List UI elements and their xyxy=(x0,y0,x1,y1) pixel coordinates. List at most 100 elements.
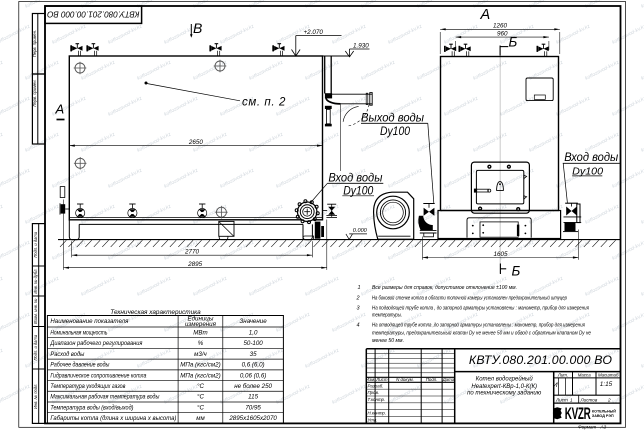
svg-text:Единицы: Единицы xyxy=(187,316,213,323)
svg-text:На отводящей трубе котла ,до з: На отводящей трубе котла ,до запорной ар… xyxy=(372,321,585,328)
svg-text:менее 50 мм.: менее 50 мм. xyxy=(372,338,404,344)
svg-text:Изм.: Изм. xyxy=(366,377,375,382)
svg-text:70/95: 70/95 xyxy=(245,404,261,411)
svg-text:КОТЕЛЬНЫЙ: КОТЕЛЬНЫЙ xyxy=(592,409,616,413)
svg-text:0,06 (0,6): 0,06 (0,6) xyxy=(240,372,266,379)
svg-text:Вход воды: Вход воды xyxy=(564,152,619,164)
svg-text:А: А xyxy=(55,102,65,117)
svg-text:kotlozavod-kv.kz: kotlozavod-kv.kz xyxy=(640,0,644,10)
svg-text:2895х1605х2070: 2895х1605х2070 xyxy=(228,415,277,422)
svg-text:KVZR: KVZR xyxy=(565,405,591,423)
svg-text:Котел водогрейный: Котел водогрейный xyxy=(476,376,534,383)
svg-text:Dy100: Dy100 xyxy=(380,126,411,138)
svg-text:2895: 2895 xyxy=(187,261,203,268)
svg-text:Б: Б xyxy=(509,35,518,50)
svg-text:Значение: Значение xyxy=(240,318,268,325)
svg-text:3: 3 xyxy=(357,305,361,311)
svg-text:см. п. 2: см. п. 2 xyxy=(242,97,286,109)
svg-text:Инв. № дубл.: Инв. № дубл. xyxy=(33,268,38,293)
svg-text:Лист: Лист xyxy=(555,397,568,402)
svg-text:Техническая характеристика: Техническая характеристика xyxy=(110,309,201,316)
svg-text:Взам. инв. №: Взам. инв. № xyxy=(33,298,38,324)
svg-text:Пров.: Пров. xyxy=(368,390,380,395)
svg-text:1: 1 xyxy=(358,285,361,291)
svg-text:Все размеры для справок, допус: Все размеры для справок, допустимое откл… xyxy=(372,285,517,291)
svg-text:Подп. и дата: Подп. и дата xyxy=(33,334,38,360)
svg-text:температуры, предохранительный: температуры, предохранительный клапан Dу… xyxy=(372,329,591,336)
svg-text:1.930: 1.930 xyxy=(353,43,369,50)
svg-text:Перв. примен.: Перв. примен. xyxy=(32,30,37,57)
svg-text:измерения: измерения xyxy=(185,321,217,328)
svg-text:На боковой стенке котла в обла: На боковой стенке котла в области топочн… xyxy=(372,295,567,302)
svg-text:Выход воды: Выход воды xyxy=(361,110,424,124)
svg-text:КВТУ.080.201.00.000 ВО: КВТУ.080.201.00.000 ВО xyxy=(46,10,139,19)
svg-text:И: И xyxy=(553,382,558,389)
svg-text:по техническому заданию: по техническому заданию xyxy=(467,391,542,397)
svg-text:Утв.: Утв. xyxy=(368,418,378,423)
svg-text:Подп. и дата: Подп. и дата xyxy=(33,231,38,257)
svg-text:Масса: Масса xyxy=(578,373,592,378)
svg-text:А: А xyxy=(480,7,491,23)
svg-text:+2.070: +2.070 xyxy=(304,29,324,36)
svg-text:А3: А3 xyxy=(600,424,607,429)
svg-text:Рабочее давление воды: Рабочее давление воды xyxy=(50,362,109,369)
svg-text:2770: 2770 xyxy=(184,249,200,256)
svg-text:2650: 2650 xyxy=(188,139,204,146)
svg-text:МВт: МВт xyxy=(193,329,207,336)
svg-text:Расход воды: Расход воды xyxy=(50,351,84,358)
svg-text:960: 960 xyxy=(497,31,508,38)
svg-text:Вход воды: Вход воды xyxy=(328,170,382,184)
svg-text:1260: 1260 xyxy=(493,23,508,30)
svg-text:Dy100: Dy100 xyxy=(572,166,603,178)
svg-text:Б: Б xyxy=(512,264,521,279)
svg-text:N докум.: N докум. xyxy=(396,377,414,382)
svg-text:Наименование показателя: Наименование показателя xyxy=(50,318,129,325)
svg-text:Разраб.: Разраб. xyxy=(368,383,384,388)
svg-text:°С: °С xyxy=(197,404,204,411)
svg-text:м3/ч: м3/ч xyxy=(194,351,207,358)
svg-text:Лист: Лист xyxy=(375,377,388,382)
svg-text:1605: 1605 xyxy=(493,251,508,258)
svg-text:Формат: Формат xyxy=(578,424,596,429)
svg-text:не более 250: не более 250 xyxy=(234,383,272,390)
svg-text:Максимальная рабочая температу: Максимальная рабочая температура воды xyxy=(50,394,159,401)
svg-text:ЗАВОД РЭП: ЗАВОД РЭП xyxy=(592,414,614,418)
svg-text:1:15: 1:15 xyxy=(600,381,613,388)
svg-text:Перв. примен.: Перв. примен. xyxy=(32,79,37,106)
svg-text:0,6 (6,0): 0,6 (6,0) xyxy=(242,362,265,369)
svg-text:КВТУ.080.201.00.000 ВО: КВТУ.080.201.00.000 ВО xyxy=(469,353,612,367)
svg-text:35: 35 xyxy=(250,351,257,358)
svg-text:4: 4 xyxy=(357,322,360,328)
svg-text:Температура воды (вход/выход): Температура воды (вход/выход) xyxy=(50,404,133,411)
svg-text:Heatexpert-КВр-1,0-К(К): Heatexpert-КВр-1,0-К(К) xyxy=(471,384,537,390)
svg-text:115: 115 xyxy=(248,394,258,401)
svg-text:Подп.: Подп. xyxy=(426,377,438,382)
svg-text:1,0: 1,0 xyxy=(249,329,258,336)
svg-text:50-100: 50-100 xyxy=(243,340,263,347)
svg-text:Листов: Листов xyxy=(580,397,598,402)
svg-text:Н.контр.: Н.контр. xyxy=(368,411,387,416)
svg-text:Лит.: Лит. xyxy=(557,373,568,378)
svg-text:Габариты котла (длина х ширина: Габариты котла (длина х ширина х высота) xyxy=(50,415,176,422)
svg-text:мм: мм xyxy=(196,415,205,422)
svg-text:температуры.: температуры. xyxy=(372,313,402,319)
svg-text:Дата: Дата xyxy=(442,377,455,382)
svg-text:МПа (кгс/см2): МПа (кгс/см2) xyxy=(180,372,220,379)
svg-text:Инв. № подл.: Инв. № подл. xyxy=(33,383,38,408)
svg-text:На подводящей трубе котла ,: На подводящей трубе котла , до запорной … xyxy=(372,304,589,311)
svg-text:°С: °С xyxy=(197,394,204,401)
svg-text:Dy100: Dy100 xyxy=(343,186,374,198)
svg-text:1: 1 xyxy=(570,397,573,402)
svg-text:2: 2 xyxy=(607,397,611,402)
svg-text:Диапазон рабочего регулировани: Диапазон рабочего регулирования xyxy=(49,340,143,347)
svg-text:МПа (кгс/см2): МПа (кгс/см2) xyxy=(180,362,220,369)
svg-text:°С: °С xyxy=(197,383,204,390)
svg-text:Номинальная мощность: Номинальная мощность xyxy=(50,329,107,336)
svg-text:Масштаб: Масштаб xyxy=(598,373,619,378)
svg-text:0.000: 0.000 xyxy=(353,228,368,234)
svg-text:Т.контр.: Т.контр. xyxy=(368,397,386,402)
svg-text:%: % xyxy=(198,340,204,347)
svg-text:Температура уходящих газов: Температура уходящих газов xyxy=(50,383,126,390)
svg-text:Гидравлическое сопротивление к: Гидравлическое сопротивление котла xyxy=(50,372,146,379)
svg-text:2: 2 xyxy=(356,296,360,302)
